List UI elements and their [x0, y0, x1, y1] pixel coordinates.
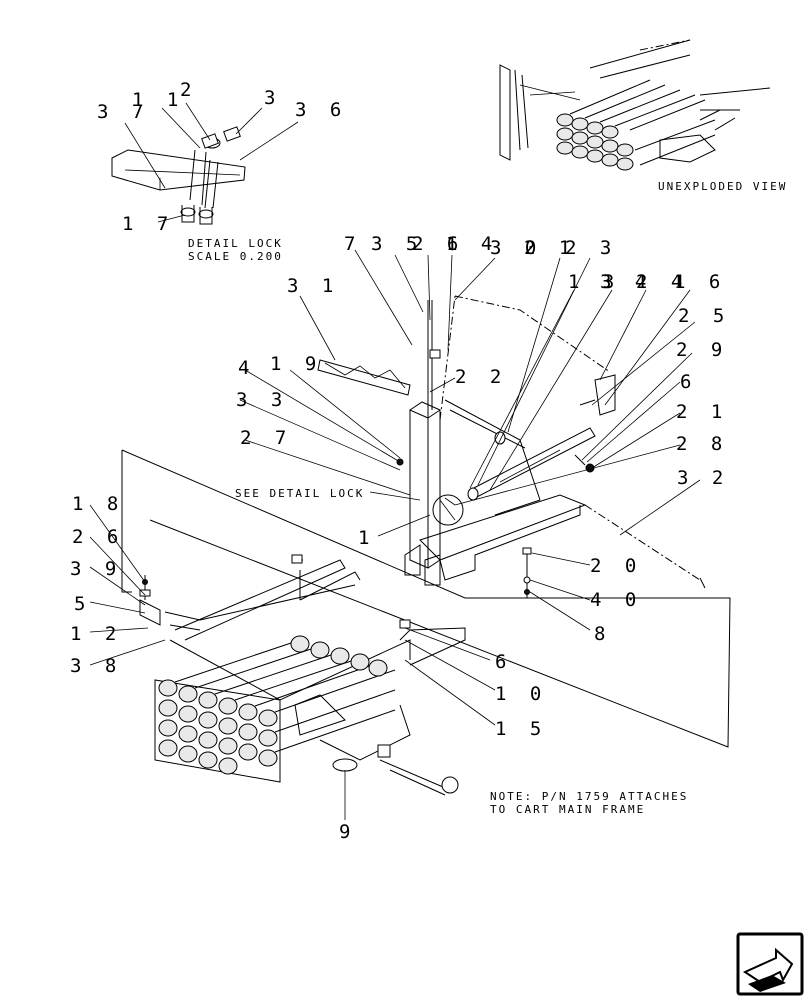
vertical-post: [409, 300, 441, 569]
detail-lock-scale: SCALE 0.200: [188, 250, 283, 263]
main-callouts: 7 3 5 2 6 1 4 3 0 2 1 2 3 1 3 3 4 2 4 1 …: [70, 233, 730, 843]
callout-19: 1 9: [270, 353, 322, 375]
callout-11: 1 1: [132, 89, 184, 111]
see-detail-lock-label: SEE DETAIL LOCK: [235, 487, 364, 500]
detail-lock-title: DETAIL LOCK: [188, 237, 283, 250]
assembly-outline: [121, 449, 731, 748]
callout-37: 3 7: [97, 101, 149, 123]
callout-40: 4 0: [590, 589, 642, 611]
callout-3: 3: [264, 87, 281, 109]
callout-31: 3 1: [287, 275, 339, 297]
note-line-2: TO CART MAIN FRAME: [490, 803, 645, 816]
callout-15: 1 5: [495, 718, 547, 740]
callout-23: 2 3: [565, 237, 617, 259]
callout-6-lower: 6: [495, 651, 512, 673]
leader-lines: [89, 249, 701, 820]
unexploded-tube-bank: [556, 79, 716, 171]
callout-36: 3 6: [295, 99, 347, 121]
callout-13: 1 3: [568, 271, 620, 293]
hydraulic-cylinder: [317, 359, 411, 396]
callout-32: 3 2: [677, 467, 729, 489]
callout-33: 3 3: [236, 389, 288, 411]
callout-12: 1 2: [70, 623, 122, 645]
callout-24: 2 4: [636, 271, 688, 293]
unexploded-view-drawing: [499, 39, 771, 171]
callout-21-right: 2 1: [676, 401, 728, 423]
callout-39: 3 9: [70, 558, 122, 580]
callout-7: 7: [344, 233, 361, 255]
callout-21: 2 1: [524, 237, 576, 259]
lower-frame-bar: [404, 494, 587, 586]
callout-25: 2 5: [678, 305, 730, 327]
unexploded-view-label: UNEXPLODED VIEW: [658, 180, 787, 193]
next-page-arrow-icon[interactable]: [736, 932, 804, 996]
callout-27: 2 7: [240, 427, 292, 449]
lower-tube-bank: [139, 554, 466, 796]
callout-22: 2 2: [455, 366, 507, 388]
shaft-assembly: [467, 427, 596, 501]
callout-17: 1 7: [122, 213, 174, 235]
callout-5: 5: [74, 593, 91, 615]
callout-20: 2 0: [590, 555, 642, 577]
lock-detail-marker: [432, 494, 464, 526]
callout-4: 4: [238, 357, 255, 379]
callout-34: 3 4: [600, 271, 652, 293]
callout-29: 2 9: [676, 339, 728, 361]
detail-lock-drawing: [111, 102, 299, 225]
callout-9: 9: [339, 821, 356, 843]
callout-26: 2 6: [412, 233, 464, 255]
callout-38: 3 8: [70, 655, 122, 677]
callout-1: 1: [358, 527, 375, 549]
callout-14: 1 4: [446, 233, 498, 255]
callout-2: 2: [180, 79, 197, 101]
callout-16: 1 6: [674, 271, 726, 293]
callout-35: 3 5: [371, 233, 423, 255]
note-line-1: NOTE: P/N 1759 ATTACHES: [490, 790, 688, 803]
callout-26-left: 2 6: [72, 526, 124, 548]
callout-18: 1 8: [72, 493, 124, 515]
callout-8: 8: [594, 623, 611, 645]
callout-28: 2 8: [676, 433, 728, 455]
callout-10: 1 0: [495, 683, 547, 705]
detail-lock-callouts: 3 7 1 1 2 3 3 6 1 7: [97, 79, 347, 235]
callout-30: 3 0: [490, 237, 542, 259]
callout-6-upper: 6: [680, 371, 697, 393]
tube-array: [158, 635, 396, 775]
